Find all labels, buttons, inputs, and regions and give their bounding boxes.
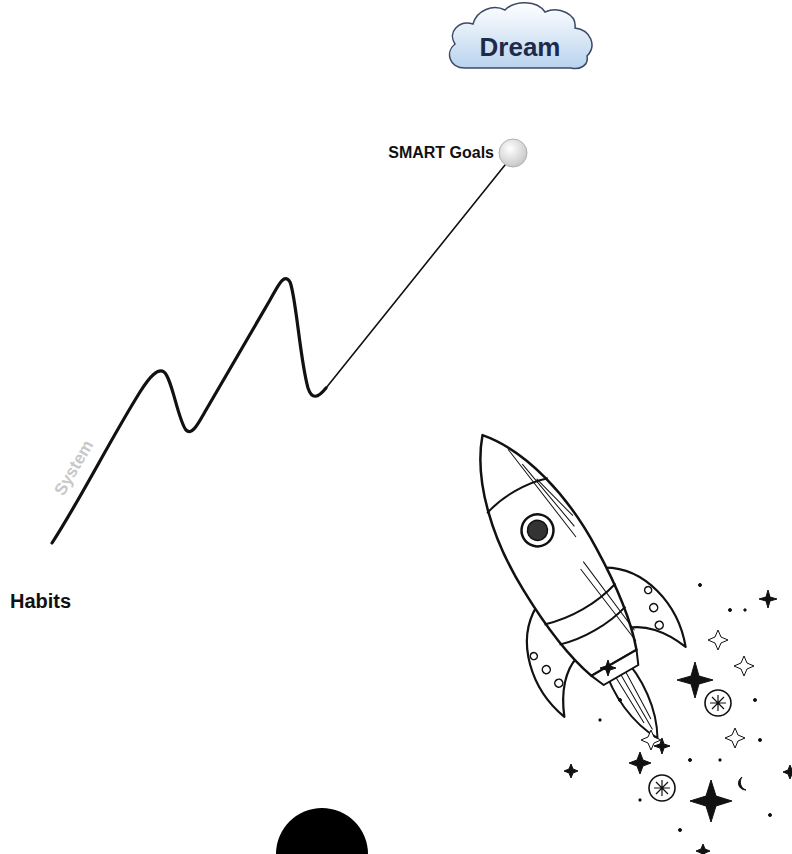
half-disc [276,808,368,854]
system-label: System [50,437,98,499]
stars [564,584,792,854]
dream-cloud: Dream [443,2,597,70]
rocket [416,397,724,777]
circle-shape [498,138,528,168]
progress-line [52,279,326,543]
dream-text: Dream [443,32,597,63]
goal-label: SMART Goals [388,144,494,162]
progress-line-end [326,165,505,388]
habits-label: Habits [10,590,71,613]
goal-circle: SMART Goals [498,138,528,168]
